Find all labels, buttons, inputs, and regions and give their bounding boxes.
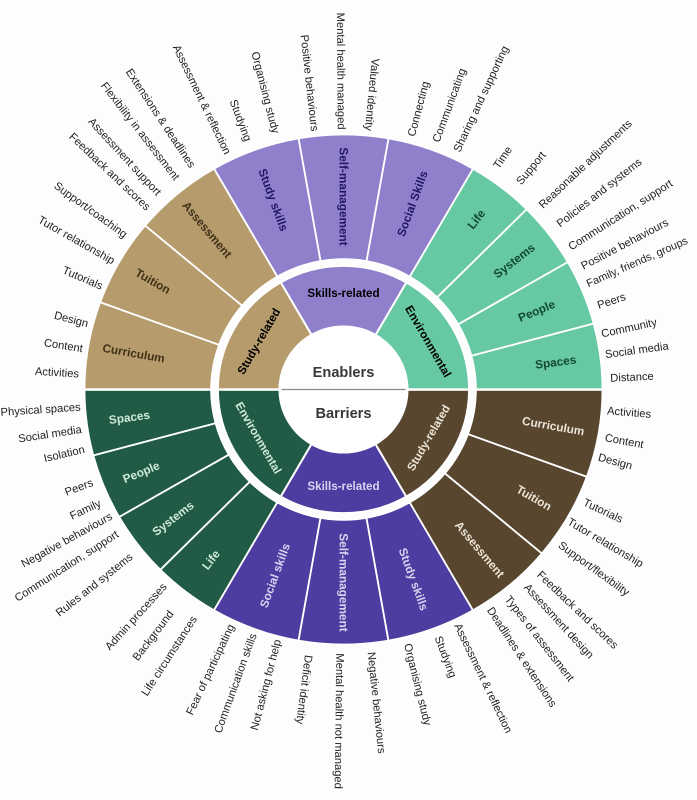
svg-text:Self-management: Self-management — [336, 147, 350, 245]
svg-text:Distance: Distance — [610, 371, 654, 385]
svg-text:Self-management: Self-management — [336, 533, 350, 631]
svg-text:Mental health not managed: Mental health not managed — [332, 653, 346, 789]
svg-text:Activities: Activities — [35, 366, 80, 381]
svg-text:Spaces: Spaces — [108, 408, 151, 427]
svg-text:Skills-related: Skills-related — [307, 287, 379, 300]
svg-text:Mental health managed: Mental health managed — [334, 13, 347, 130]
svg-text:Enablers: Enablers — [313, 365, 375, 381]
svg-text:Physical spaces: Physical spaces — [0, 402, 81, 419]
svg-text:Barriers: Barriers — [316, 406, 372, 422]
svg-text:Spaces: Spaces — [534, 352, 577, 371]
svg-text:Skills-related: Skills-related — [307, 480, 379, 493]
svg-text:Activities: Activities — [607, 405, 652, 421]
